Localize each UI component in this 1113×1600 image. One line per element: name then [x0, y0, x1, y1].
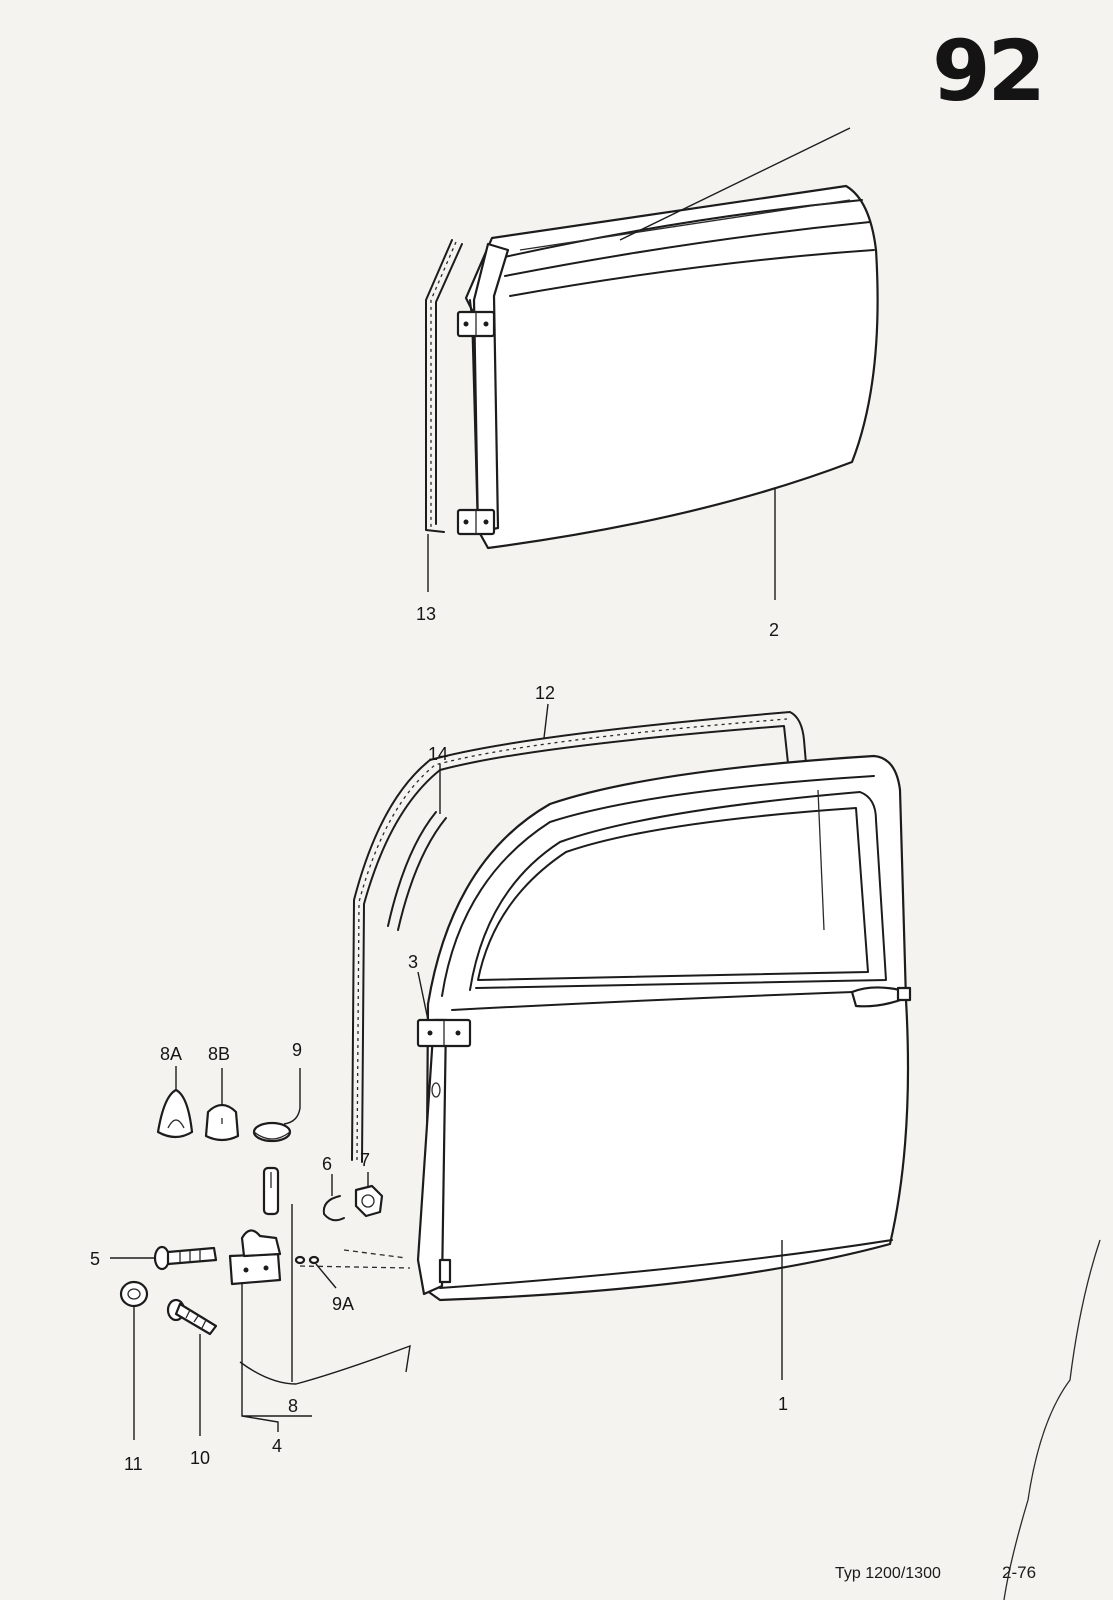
leader-line-3 [417, 971, 429, 1021]
label-4: 4 [272, 1436, 282, 1456]
label-5: 5 [90, 1249, 100, 1269]
label-13: 13 [416, 604, 436, 624]
assembly-dashline-2 [299, 1265, 411, 1269]
label-7: 7 [360, 1150, 370, 1170]
upper-hinge-bottom [456, 508, 496, 536]
leader-line-9a [315, 1263, 337, 1289]
leader-line-12 [543, 703, 549, 739]
label-8a: 8A [160, 1044, 182, 1064]
label-6: 6 [322, 1154, 332, 1174]
spring-clip-6 [322, 1195, 345, 1222]
nut-11 [119, 1280, 149, 1308]
label-9a: 9A [332, 1294, 354, 1314]
leader-line-9 [283, 1068, 301, 1125]
page-number: 92 [932, 22, 1046, 120]
door-seal-strip [425, 239, 463, 533]
leader-line-4 [241, 1282, 312, 1432]
plug-9 [252, 1121, 292, 1143]
upper-hinge-top [456, 310, 496, 338]
label-9: 9 [292, 1040, 302, 1060]
leader-line-skin [619, 127, 851, 241]
bolt-5 [153, 1245, 218, 1271]
label-10: 10 [190, 1448, 210, 1468]
label-8b: 8B [208, 1044, 230, 1064]
cap-8a [156, 1088, 194, 1139]
door-weatherstrip [351, 711, 821, 1163]
label-8: 8 [288, 1396, 298, 1416]
label-2: 2 [769, 620, 779, 640]
hinge-bracket [228, 1229, 282, 1286]
screw-10 [166, 1298, 218, 1336]
cap-8b [204, 1103, 240, 1142]
leader-line-8-curve [239, 1344, 411, 1385]
label-3: 3 [408, 952, 418, 972]
label-12: 12 [535, 683, 555, 703]
nut-7 [354, 1184, 384, 1218]
window-guide-strip [387, 811, 447, 931]
label-14: 14 [428, 744, 448, 764]
page-edge-line [1003, 1239, 1101, 1600]
label-11: 11 [124, 1454, 143, 1474]
footer-date: 2-76 [1002, 1563, 1037, 1582]
hinge-pin [262, 1166, 280, 1216]
door-panel [424, 754, 912, 1302]
assembly-dashline [343, 1249, 407, 1259]
label-1: 1 [778, 1394, 788, 1414]
washer-9a [294, 1255, 320, 1265]
door-hinge [416, 1018, 472, 1048]
footer-model: Typ 1200/1300 [835, 1565, 941, 1582]
door-outer-skin [464, 184, 879, 550]
